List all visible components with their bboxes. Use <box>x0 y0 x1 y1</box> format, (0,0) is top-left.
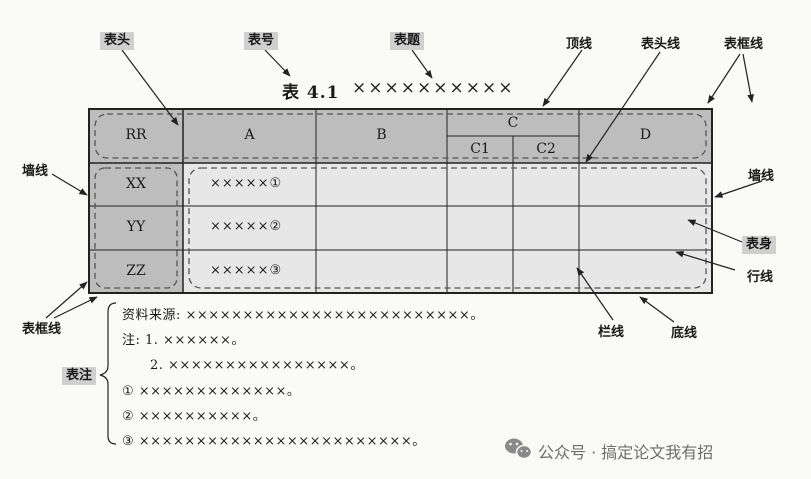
notes-brace <box>99 302 117 445</box>
cell-a-xx: ×××××① <box>210 176 283 191</box>
arrow-hangxian <box>675 250 736 271</box>
header-c1: C1 <box>470 141 490 157</box>
arrow-biaokuangxian-bottom-a <box>45 281 88 319</box>
dashed-stub-region <box>94 167 178 289</box>
label-dingxian: 顶线 <box>566 37 593 52</box>
table-number: 表 4.1 <box>282 83 340 103</box>
row-label-xx: XX <box>126 176 146 192</box>
arrow-biaokuangxian-top-b <box>742 53 754 103</box>
arrow-dingxian <box>542 49 583 107</box>
arrow-biaoshen <box>687 219 743 243</box>
cell-a-zz: ×××××③ <box>210 263 283 278</box>
callout-biaoti: 表题 <box>390 32 425 50</box>
wechat-icon <box>505 438 533 460</box>
callout-biaohao: 表号 <box>244 32 279 50</box>
arrow-biaoti <box>411 49 433 79</box>
table-header-fill <box>89 109 712 163</box>
note-2: 2. ××××××××××××××××。 <box>150 358 364 373</box>
header-c2: C2 <box>536 141 556 157</box>
note-1: 注: 1. ××××××。 <box>122 333 245 348</box>
callout-biaoshen: 表身 <box>742 236 777 254</box>
label-qiangxian-right: 墙线 <box>748 169 775 184</box>
cell-corner: RR <box>125 127 147 143</box>
label-biaotouxian: 表头线 <box>641 37 681 52</box>
footnote-3: ③ ××××××××××××××××××××××××。 <box>122 434 426 449</box>
arrow-dixian <box>639 296 675 323</box>
header-b: B <box>376 127 387 143</box>
arrow-biaokuangxian-top-a <box>707 53 741 104</box>
arrow-qiangxian-right <box>714 180 763 198</box>
arrow-lanxian <box>576 267 614 321</box>
arrow-biaohao <box>264 49 291 77</box>
footnote-1: ① ×××××××××××××。 <box>122 384 301 399</box>
header-a: A <box>244 127 255 143</box>
cell-a-yy: ×××××② <box>210 219 283 234</box>
watermark-text: 公众号 · 搞定论文我有招 <box>538 443 714 462</box>
table-frame <box>88 108 713 294</box>
label-qiangxian-left: 墙线 <box>22 164 49 179</box>
arrow-biaotouxian <box>585 51 661 163</box>
table-stub-fill <box>89 163 183 293</box>
label-biaokuangxian-top: 表框线 <box>724 37 764 52</box>
callout-biaotou: 表头 <box>100 32 135 50</box>
label-hangxian: 行线 <box>747 270 774 285</box>
row-label-yy: YY <box>126 219 146 235</box>
arrow-biaotou <box>121 49 179 126</box>
dashed-body-region <box>188 167 707 289</box>
label-biaokuangxian-bottom: 表框线 <box>22 322 62 337</box>
header-d: D <box>639 127 652 143</box>
label-dixian: 底线 <box>671 326 698 341</box>
arrow-qiangxian-left <box>51 173 88 196</box>
label-lanxian: 栏线 <box>598 325 625 340</box>
arrow-biaokuangxian-bottom-b <box>53 296 98 319</box>
row-label-zz: ZZ <box>126 263 146 279</box>
header-c: C <box>507 115 519 131</box>
table-title: ×××××××××× <box>352 78 515 98</box>
footnote-2: ② ××××××××××。 <box>122 409 267 424</box>
note-source: 资料来源: ×××××××××××××××××××××××××。 <box>122 308 484 323</box>
dashed-header-region <box>94 113 707 159</box>
callout-biaozhu: 表注 <box>62 367 97 385</box>
